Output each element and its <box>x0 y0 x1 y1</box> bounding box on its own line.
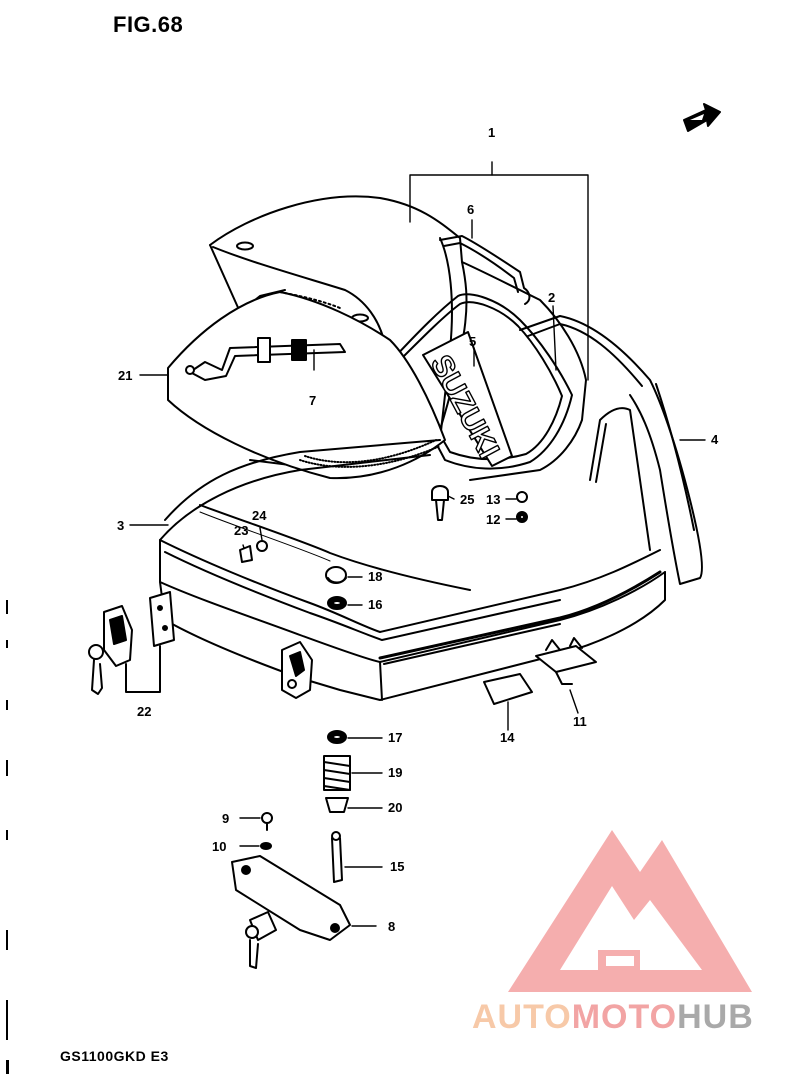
nut-24 <box>256 540 268 552</box>
callout-labels: 1 2 3 4 5 6 7 8 9 10 11 12 13 14 15 16 1… <box>117 125 719 934</box>
spring-19 <box>323 755 351 791</box>
callout-4: 4 <box>711 432 719 447</box>
lid-inner-panel <box>167 291 446 480</box>
scan-edge-marks <box>6 600 9 1074</box>
callout-5: 5 <box>469 334 476 349</box>
callout-1: 1 <box>488 125 495 140</box>
washer-23 <box>239 545 253 563</box>
callout-19: 19 <box>388 765 402 780</box>
washer-12 <box>516 511 528 523</box>
callout-12: 12 <box>486 512 500 527</box>
rod-15 <box>331 831 343 883</box>
cap-nut-18 <box>325 566 347 584</box>
figure-title: FIG.68 <box>113 12 184 37</box>
bolt-9 <box>261 812 273 831</box>
callout-3: 3 <box>117 518 124 533</box>
callout-2: 2 <box>548 290 555 305</box>
plate-14 <box>483 673 533 705</box>
leader-lines <box>129 161 706 927</box>
callout-8: 8 <box>388 919 395 934</box>
callout-7: 7 <box>309 393 316 408</box>
callout-13: 13 <box>486 492 500 507</box>
callout-14: 14 <box>500 730 515 745</box>
callout-11: 11 <box>573 714 587 729</box>
callout-24: 24 <box>252 508 267 523</box>
bracket-11 <box>535 637 597 685</box>
watermark-logo-icon <box>508 830 752 992</box>
screw-25 <box>431 485 449 521</box>
model-code: GS1100GKD E3 <box>60 1048 169 1064</box>
callout-15: 15 <box>390 859 404 874</box>
case-body <box>159 407 666 701</box>
callout-10: 10 <box>212 839 226 854</box>
callout-22: 22 <box>137 704 151 719</box>
washer-16 <box>327 596 347 610</box>
watermark-moto: MOTO <box>571 998 678 1036</box>
callout-17: 17 <box>388 730 402 745</box>
lock-base-plate-8 <box>231 855 351 969</box>
hinge-bar <box>439 235 531 305</box>
lid-stay <box>185 337 346 381</box>
callout-9: 9 <box>222 811 229 826</box>
callout-16: 16 <box>368 597 382 612</box>
callout-23: 23 <box>234 523 248 538</box>
callout-25: 25 <box>460 492 474 507</box>
callout-6: 6 <box>467 202 474 217</box>
front-direction-arrow-icon <box>683 103 721 132</box>
lock-assembly-22 <box>88 591 175 695</box>
callout-21: 21 <box>118 368 132 383</box>
washer-10 <box>260 842 272 850</box>
watermark-text: AUTOMOTOHUB <box>472 998 754 1037</box>
callout-20: 20 <box>388 800 402 815</box>
latch-right <box>281 641 313 699</box>
callout-18: 18 <box>368 569 382 584</box>
watermark-auto: AUTO <box>472 998 572 1036</box>
washer-17 <box>327 730 347 744</box>
cup-20 <box>325 797 349 813</box>
watermark-hub: HUB <box>677 998 754 1036</box>
seal-strip-4 <box>519 315 703 585</box>
nut-13 <box>516 491 528 503</box>
